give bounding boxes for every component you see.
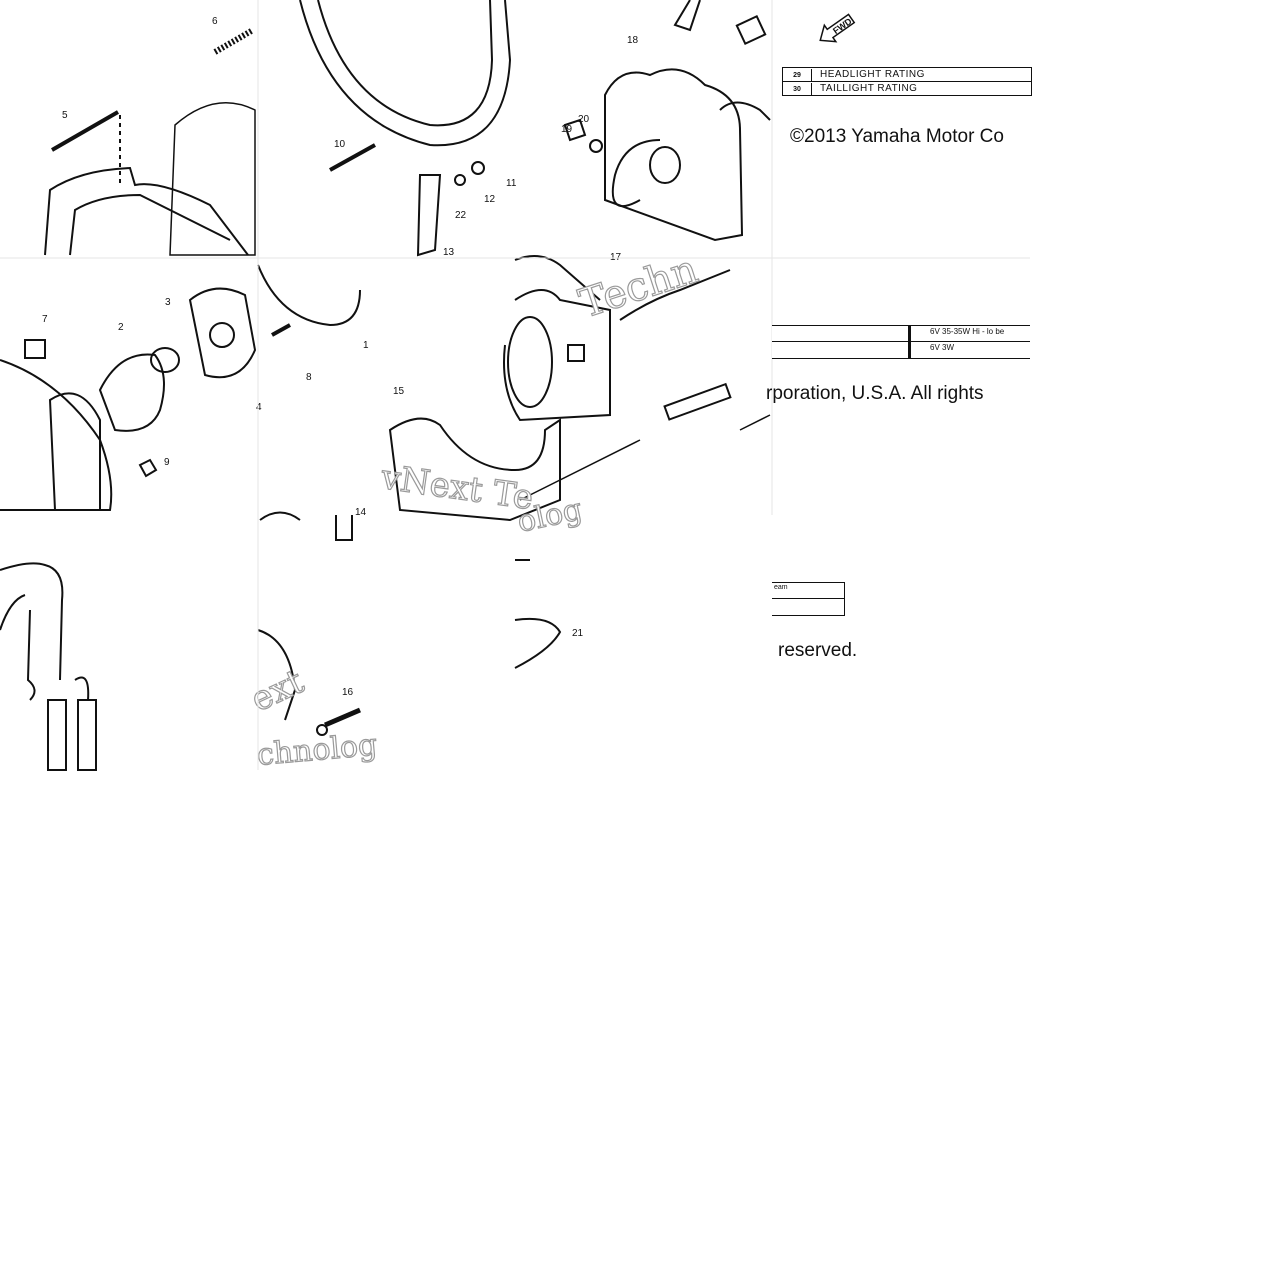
- fwd-arrow-icon: FWD: [819, 13, 856, 43]
- wire-21: [514, 559, 562, 669]
- watermark-fragment: vNext Te: [378, 457, 536, 518]
- rim-ring: [299, 0, 512, 257]
- tile-edges: [0, 0, 1030, 770]
- callout-label: 20: [578, 114, 590, 125]
- wiring: [0, 562, 97, 771]
- callout-label: 16: [342, 687, 354, 698]
- rating-row-headlight: 29 HEADLIGHT RATING: [783, 68, 1031, 82]
- row-number: 30: [783, 83, 812, 96]
- callout-label: 22: [455, 210, 467, 221]
- rating-values-table: 6V 35-35W Hi - lo be 6V 3W: [772, 325, 1030, 359]
- callout-label: 12: [484, 194, 496, 205]
- row-label: TAILLIGHT RATING: [820, 83, 918, 94]
- watermark-fragment: ext: [245, 661, 310, 720]
- callout-label: 14: [355, 507, 367, 518]
- callout-label: 9: [164, 457, 170, 468]
- callout-label: 5: [62, 110, 68, 121]
- callout-label: 18: [627, 35, 639, 46]
- row-number: 29: [783, 69, 812, 82]
- callout-label: 4: [256, 402, 262, 413]
- callout-label: 11: [506, 178, 517, 189]
- callout-label: 7: [42, 314, 48, 325]
- copyright-line-1: ©2013 Yamaha Motor Co: [790, 126, 1004, 147]
- tail-lens: [257, 511, 361, 736]
- watermark: vNext Te Techn chnolog ext olog: [244, 246, 704, 774]
- row-label: HEADLIGHT RATING: [820, 69, 925, 80]
- callout-label: 3: [165, 297, 171, 308]
- bracket-15: [388, 255, 771, 522]
- watermark-fragment: chnolog: [256, 728, 379, 773]
- callout-label: 15: [393, 386, 405, 397]
- mount-plate-18: [563, 0, 771, 242]
- copyright-line-3: reserved.: [778, 640, 858, 661]
- callout-label: 8: [306, 372, 312, 383]
- callout-label: 13: [443, 247, 455, 258]
- bulb-socket: [0, 264, 361, 511]
- copyright-line-2: rporation, U.S.A. All rights: [766, 383, 984, 404]
- spring-6: [213, 27, 255, 55]
- callout-label: 6: [212, 16, 218, 27]
- headlight-value: 6V 35-35W Hi - lo be: [930, 327, 1005, 336]
- callout-label: 2: [118, 322, 124, 333]
- rating-row-taillight: 30 TAILLIGHT RATING: [783, 82, 1031, 96]
- small-table: eam: [772, 582, 845, 616]
- small-table-label: eam: [774, 584, 788, 591]
- taillight-value: 6V 3W: [930, 343, 955, 352]
- callout-label: 19: [561, 124, 573, 135]
- rim-bolt-5: [44, 102, 256, 256]
- callout-label: 1: [363, 340, 369, 351]
- rating-table: 29 HEADLIGHT RATING 30 TAILLIGHT RATING: [782, 67, 1032, 96]
- callout-label: 21: [572, 628, 584, 639]
- callout-label: 10: [334, 139, 346, 150]
